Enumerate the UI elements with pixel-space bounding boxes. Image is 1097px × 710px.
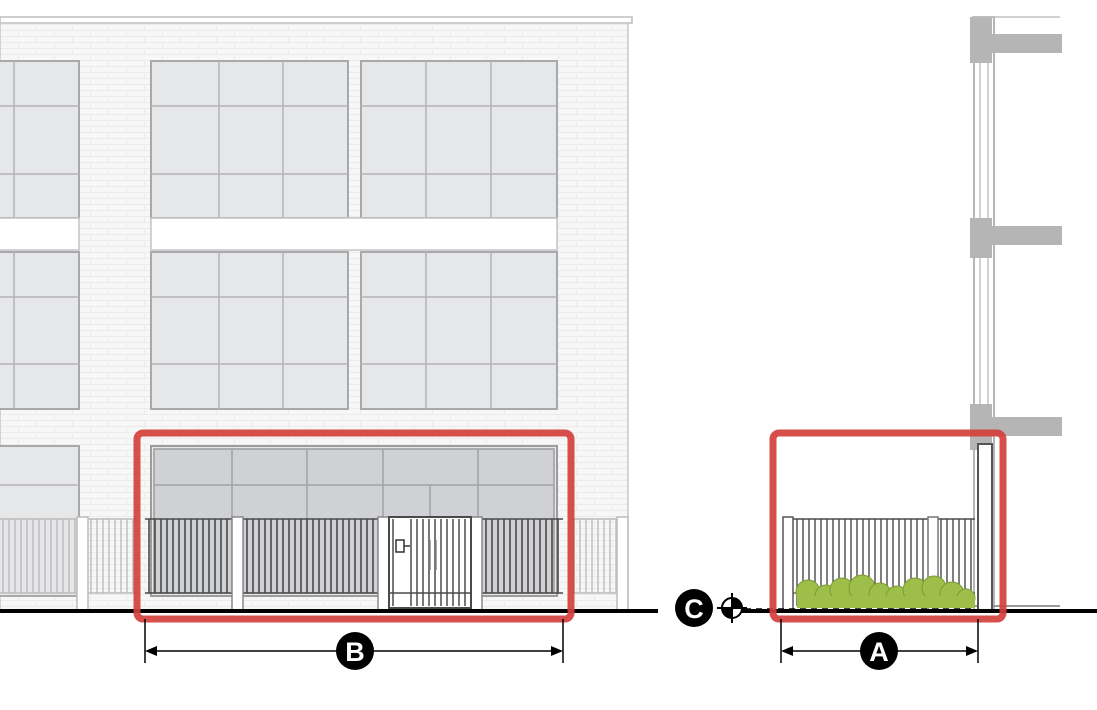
- fence-pier: [231, 516, 244, 611]
- window-middle-left-partial: [0, 251, 80, 410]
- planting-bed: [795, 574, 976, 609]
- parapet-cap: [0, 16, 633, 24]
- floor-slab: [970, 17, 1062, 63]
- fence-pier: [616, 516, 629, 611]
- window-row-middle: [0, 251, 558, 410]
- floor-slab: [970, 404, 1062, 450]
- fence-pier: [782, 516, 794, 611]
- fence-pier: [76, 516, 89, 611]
- fence-pier: [377, 516, 390, 611]
- building-section: [782, 16, 1062, 611]
- highlight-box-a: [769, 429, 1007, 623]
- floor-slab: [970, 218, 1062, 258]
- datum-crosshair-icon: [717, 593, 747, 623]
- entry-gate: [388, 516, 472, 609]
- window-upper-1: [150, 60, 349, 219]
- highlight-box-b: [133, 429, 575, 623]
- marker-b-label: B: [345, 637, 365, 667]
- marker-b: B: [336, 632, 374, 670]
- fence-pier: [470, 516, 483, 611]
- spandrel-band-center: [150, 217, 558, 251]
- marker-a-label: A: [869, 637, 889, 667]
- window-middle-1: [150, 251, 349, 410]
- spandrel-band-left: [0, 217, 80, 251]
- window-middle-2: [360, 251, 558, 410]
- window-upper-left-partial: [0, 60, 80, 219]
- window-upper-2: [360, 60, 558, 219]
- marker-c-label: C: [684, 594, 704, 624]
- marker-c: C: [675, 589, 713, 627]
- marker-a: A: [860, 632, 898, 670]
- window-row-upper: [0, 60, 558, 219]
- fence-dark: [145, 518, 563, 594]
- front-elevation: [0, 16, 633, 611]
